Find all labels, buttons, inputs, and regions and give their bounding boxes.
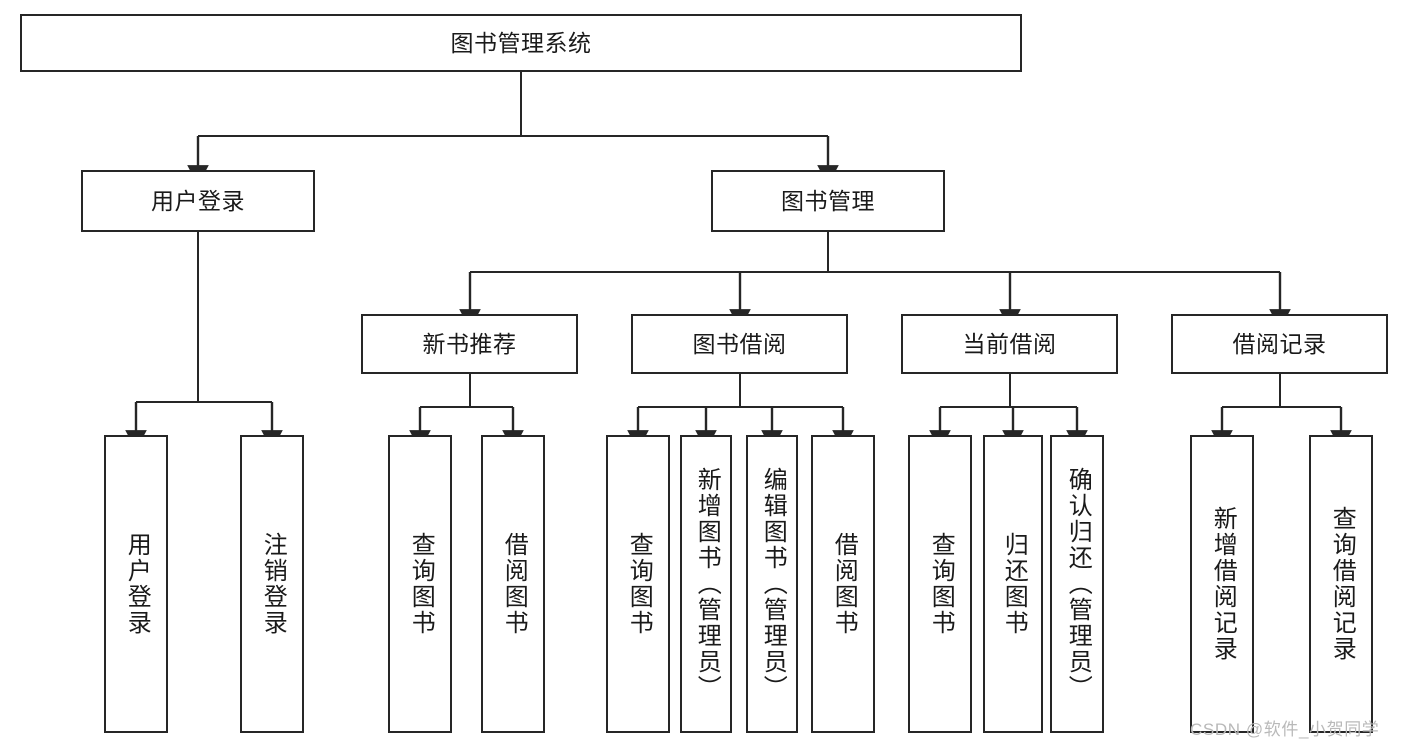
node-label: 图书管理系统 — [450, 29, 592, 56]
node-label: 借阅图书 — [830, 532, 858, 636]
node-l-userlogin: 用户登录 — [104, 435, 168, 733]
node-label: 编辑图书（管理员） — [759, 467, 787, 701]
node-label: 借阅图书 — [500, 532, 528, 636]
node-label: 新增图书（管理员） — [693, 467, 721, 701]
node-label: 归还图书 — [1000, 532, 1028, 636]
node-label: 查询图书 — [625, 532, 653, 636]
node-label: 当前借阅 — [962, 330, 1057, 357]
node-l-cu-confirm: 确认归还（管理员） — [1050, 435, 1104, 733]
node-bookmgmt: 图书管理 — [711, 170, 945, 232]
node-login: 用户登录 — [81, 170, 315, 232]
node-l-logout: 注销登录 — [240, 435, 304, 733]
node-root: 图书管理系统 — [20, 14, 1022, 72]
node-label: 查询图书 — [927, 532, 955, 636]
node-label: 查询图书 — [407, 532, 435, 636]
node-current: 当前借阅 — [901, 314, 1118, 374]
node-l-cu-return: 归还图书 — [983, 435, 1043, 733]
node-label: 新增借阅记录 — [1209, 506, 1237, 662]
node-label: 确认归还（管理员） — [1064, 467, 1092, 701]
node-l-cu-query: 查询图书 — [908, 435, 972, 733]
node-l-bk-query: 查询图书 — [606, 435, 670, 733]
node-records: 借阅记录 — [1171, 314, 1388, 374]
node-l-rc-add: 新增借阅记录 — [1190, 435, 1254, 733]
node-newbook: 新书推荐 — [361, 314, 578, 374]
node-l-bk-edit: 编辑图书（管理员） — [746, 435, 798, 733]
node-borrow: 图书借阅 — [631, 314, 848, 374]
node-l-rc-query: 查询借阅记录 — [1309, 435, 1373, 733]
node-l-nb-query: 查询图书 — [388, 435, 452, 733]
node-label: 查询借阅记录 — [1328, 506, 1356, 662]
node-label: 用户登录 — [123, 532, 151, 636]
node-label: 注销登录 — [259, 532, 287, 636]
node-label: 图书管理 — [781, 187, 875, 214]
node-label: 新书推荐 — [422, 330, 517, 357]
node-l-nb-borrow: 借阅图书 — [481, 435, 545, 733]
node-label: 借阅记录 — [1232, 330, 1327, 357]
edges-group — [125, 72, 1352, 451]
node-l-bk-borrow: 借阅图书 — [811, 435, 875, 733]
node-l-bk-add: 新增图书（管理员） — [680, 435, 732, 733]
node-label: 图书借阅 — [692, 330, 787, 357]
node-label: 用户登录 — [151, 187, 245, 214]
